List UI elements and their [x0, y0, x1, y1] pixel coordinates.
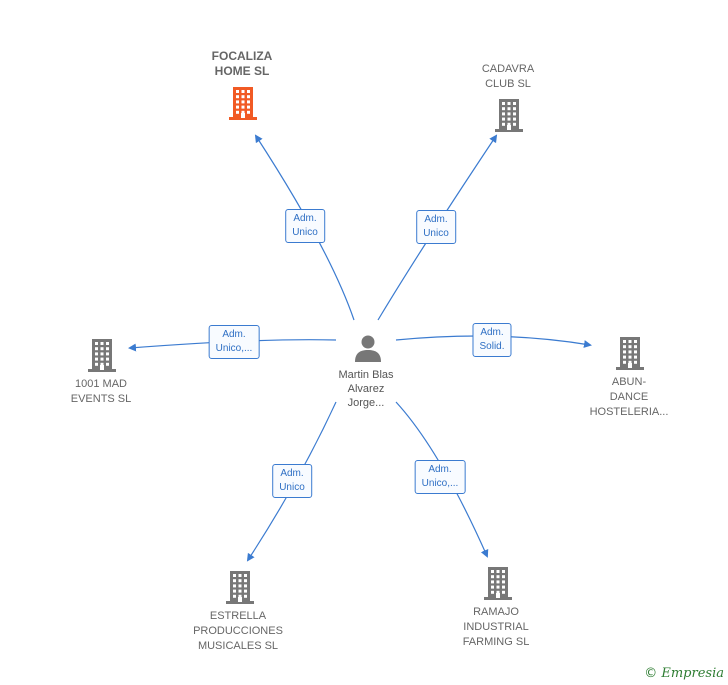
company-name-line: HOSTELERIA... — [589, 406, 669, 418]
copyright-symbol: © — [644, 666, 658, 681]
company-name-line: EVENTS SL — [70, 393, 132, 405]
relation-line: Adm. — [428, 464, 452, 475]
company-name-line: CLUB SL — [485, 78, 531, 90]
empresia-watermark: © Empresia — [644, 666, 724, 681]
relation-label-ramajo[interactable]: Adm. Unico,... — [414, 460, 466, 494]
company-label-abun-dance[interactable]: ABUN- DANCE HOSTELERIA... — [590, 375, 669, 420]
building-icon[interactable] — [493, 98, 525, 137]
relation-label-focaliza[interactable]: Adm. Unico — [285, 209, 325, 243]
relation-label-abun-dance[interactable]: Adm. Solid. — [472, 323, 512, 357]
center-person-label[interactable]: Martin Blas Alvarez Jorge... — [338, 368, 393, 410]
person-name-line-2: Alvarez — [347, 383, 385, 395]
company-name-line: MUSICALES SL — [197, 640, 279, 652]
company-label-cadavra[interactable]: CADAVRA CLUB SL — [482, 62, 534, 92]
relation-line: Adm. — [280, 468, 304, 479]
building-icon[interactable] — [227, 86, 259, 125]
company-name-line: 1001 MAD — [75, 378, 127, 390]
relation-line: Adm. — [222, 329, 246, 340]
person-name-line-3: Jorge... — [347, 397, 385, 409]
company-name-line: DANCE — [609, 391, 649, 403]
company-name-line: INDUSTRIAL — [463, 621, 529, 633]
company-label-focaliza[interactable]: FOCALIZA HOME SL — [212, 49, 273, 79]
relation-label-cadavra[interactable]: Adm. Unico — [416, 210, 456, 244]
company-name-line: ESTRELLA — [209, 610, 267, 622]
company-name-line: FARMING SL — [462, 636, 530, 648]
relation-line: Unico — [279, 482, 305, 493]
relation-line: Unico,... — [215, 343, 253, 354]
building-icon[interactable] — [614, 336, 646, 375]
brand-name: Empresia — [661, 666, 724, 681]
building-icon[interactable] — [482, 566, 514, 605]
relation-line: Unico — [423, 228, 449, 239]
company-name-line: CADAVRA — [481, 63, 535, 75]
relation-label-estrella[interactable]: Adm. Unico — [272, 464, 312, 498]
relation-line: Adm. — [424, 214, 448, 225]
company-label-ramajo[interactable]: RAMAJO INDUSTRIAL FARMING SL — [463, 605, 530, 650]
company-label-estrella[interactable]: ESTRELLA PRODUCCIONES MUSICALES SL — [193, 609, 283, 654]
company-label-mad-events[interactable]: 1001 MAD EVENTS SL — [71, 377, 132, 407]
relation-line: Adm. — [293, 213, 317, 224]
relation-line: Adm. — [480, 327, 504, 338]
relation-line: Unico,... — [421, 478, 459, 489]
company-name-line: RAMAJO — [473, 606, 519, 618]
person-name-line-1: Martin Blas — [338, 369, 394, 381]
relation-line: Solid. — [479, 341, 505, 352]
company-name-line: PRODUCCIONES — [193, 625, 283, 637]
building-icon[interactable] — [86, 338, 118, 377]
company-name-line: FOCALIZA — [211, 49, 273, 63]
relation-label-mad-events[interactable]: Adm. Unico,... — [208, 325, 260, 359]
relation-line: Unico — [292, 227, 318, 238]
company-name-line: HOME SL — [214, 64, 270, 78]
person-icon[interactable] — [353, 333, 383, 363]
company-name-line: ABUN- — [611, 376, 647, 388]
building-icon[interactable] — [224, 570, 256, 609]
